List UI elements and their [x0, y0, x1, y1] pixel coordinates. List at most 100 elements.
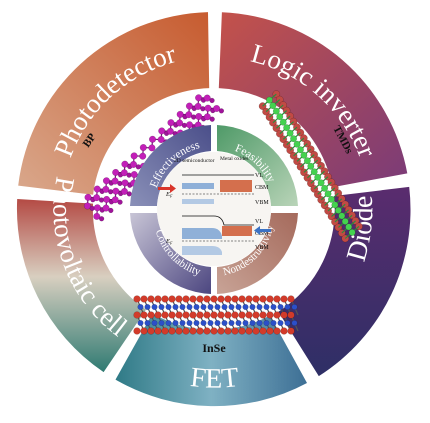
inse-atom — [179, 319, 186, 326]
inse-atom — [287, 295, 295, 303]
inse-atom — [165, 303, 172, 310]
fet-segment — [115, 313, 307, 407]
inse-atom — [235, 303, 242, 310]
bp-atom — [218, 108, 225, 114]
inse-atom — [133, 311, 141, 319]
inse-atom — [284, 319, 291, 326]
inse-atom — [242, 319, 249, 326]
band-diagram: 2D semiconductor Metal oxides VL CBM VBM… — [158, 156, 271, 255]
upper-cbm-band — [182, 183, 214, 189]
bp-atom — [117, 199, 123, 205]
bp-atom — [176, 119, 184, 127]
inse-atom — [238, 327, 246, 335]
tmd-metal-atom — [290, 135, 297, 143]
semiconductor-label: 2D semiconductor — [174, 158, 215, 164]
inse-atom — [214, 319, 221, 326]
inse-atom — [182, 295, 190, 303]
bp-atom — [194, 102, 202, 110]
bp-atom — [102, 177, 110, 185]
upper-cbm-label: CBM — [255, 185, 269, 191]
bp-atom — [213, 104, 221, 112]
inse-atom — [147, 327, 155, 335]
inse-atom — [165, 319, 172, 326]
bp-atom — [130, 171, 138, 179]
bp-atom — [139, 144, 147, 152]
bp-atom — [204, 104, 212, 112]
tmd-metal-atom — [310, 168, 318, 176]
bp-atom — [186, 121, 194, 129]
electron-arrow — [254, 226, 271, 235]
tmd-metal-atom — [283, 124, 291, 132]
tmd-metal-atom — [286, 129, 294, 137]
inse-atom — [238, 311, 246, 319]
bp-atom — [108, 189, 114, 195]
charge-transfer-arrow — [158, 184, 176, 193]
bp-atom — [111, 196, 119, 204]
bp-atom — [93, 204, 101, 212]
lower-vbm-label: VBM — [255, 245, 269, 251]
inse-atom — [179, 303, 186, 310]
tmd-metal-atom — [303, 157, 311, 165]
inse-atom — [266, 295, 274, 303]
inse-atom — [291, 319, 298, 326]
inse-atom — [242, 303, 249, 310]
bp-atom — [130, 152, 138, 160]
inse-atom — [249, 303, 256, 310]
inse-structure — [133, 295, 299, 335]
inse-atom — [186, 319, 193, 326]
bp-atom — [185, 102, 193, 110]
inse-atom — [193, 303, 200, 310]
tmd-metal-atom — [279, 118, 287, 126]
inse-atom — [252, 311, 260, 319]
inse-atom — [144, 319, 151, 326]
inse-atom — [140, 311, 148, 319]
inse-atom — [221, 303, 228, 310]
bp-atom — [112, 187, 120, 195]
inse-atom — [277, 303, 284, 310]
inse-atom — [245, 311, 253, 319]
bp-atom — [93, 194, 101, 202]
inse-atom — [287, 311, 295, 319]
lower-cbm-label: CBM — [255, 231, 269, 237]
bp-atom — [195, 112, 203, 120]
inse-atom — [168, 327, 176, 335]
bp-atom — [93, 185, 101, 193]
inse-atom — [231, 311, 239, 319]
inse-atom — [231, 327, 239, 335]
inse-atom — [154, 327, 162, 335]
bp-atom — [130, 160, 138, 168]
inse-atom — [196, 311, 204, 319]
lower-vl-label: VL — [255, 219, 263, 225]
upper-vbm-band — [182, 199, 214, 204]
bp-atom — [167, 119, 175, 127]
inse-atom — [224, 311, 232, 319]
inse-atom — [228, 319, 235, 326]
bp-atom — [84, 193, 92, 201]
inse-atom — [140, 327, 148, 335]
lower-ef-label: EF — [165, 238, 173, 246]
inse-atom — [175, 295, 183, 303]
inse-atom — [259, 311, 267, 319]
metal-oxides-label: Metal oxides — [220, 156, 249, 162]
bp-atom — [149, 135, 157, 143]
upper-vl-label: VL — [255, 173, 263, 179]
inse-atom — [210, 311, 218, 319]
inse-atom — [231, 295, 239, 303]
inse-atom — [228, 303, 235, 310]
inse-atom — [217, 295, 225, 303]
effectiveness-segment — [130, 125, 211, 206]
bp-atom — [209, 97, 215, 104]
tmd-metal-atom — [314, 173, 322, 181]
inse-atom — [182, 311, 190, 319]
inse-atom — [210, 295, 218, 303]
inse-atom — [189, 327, 197, 335]
inse-atom — [273, 311, 281, 319]
tmd-metal-atom — [348, 229, 356, 236]
upper-ef-label: EF — [165, 191, 173, 199]
bp-atom — [209, 116, 215, 122]
bp-atom — [166, 127, 174, 135]
inse-atom — [147, 311, 155, 319]
bp-atom — [191, 114, 197, 120]
bp-atom — [117, 180, 123, 187]
inse-atom — [210, 327, 218, 335]
